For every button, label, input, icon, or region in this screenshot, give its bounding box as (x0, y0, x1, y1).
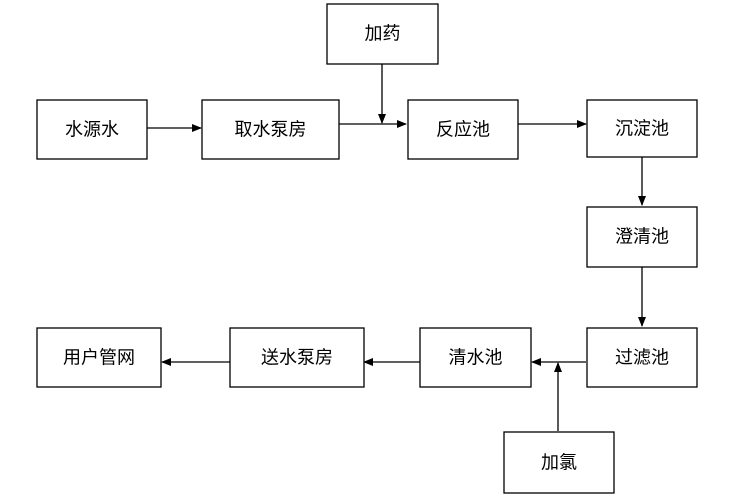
edges (147, 64, 646, 431)
node-clear-water-tank: 清水池 (419, 327, 532, 388)
node-reaction-tank: 反应池 (407, 99, 519, 160)
node-label: 过滤池 (615, 348, 669, 369)
node-intake-pump-house: 取水泵房 (201, 99, 340, 160)
node-label: 取水泵房 (235, 120, 307, 141)
node-source-water: 水源水 (36, 99, 148, 160)
node-label: 送水泵房 (261, 348, 333, 369)
node-label: 加药 (365, 24, 401, 45)
node-add-chemicals: 加药 (326, 3, 439, 65)
node-settling-tank: 沉淀池 (586, 99, 698, 158)
node-clarifier: 澄清池 (586, 206, 698, 268)
node-label: 用户管网 (63, 348, 135, 369)
node-label: 反应池 (436, 120, 490, 141)
node-label: 加氯 (541, 453, 577, 474)
node-label: 清水池 (449, 348, 503, 369)
node-filter-tank: 过滤池 (586, 327, 698, 388)
node-label: 澄清池 (615, 227, 669, 248)
node-label: 沉淀池 (615, 119, 669, 140)
node-delivery-pump-house: 送水泵房 (229, 327, 365, 388)
node-add-chlorine: 加氯 (503, 431, 615, 494)
node-label: 水源水 (65, 120, 119, 141)
node-user-network: 用户管网 (36, 327, 162, 388)
